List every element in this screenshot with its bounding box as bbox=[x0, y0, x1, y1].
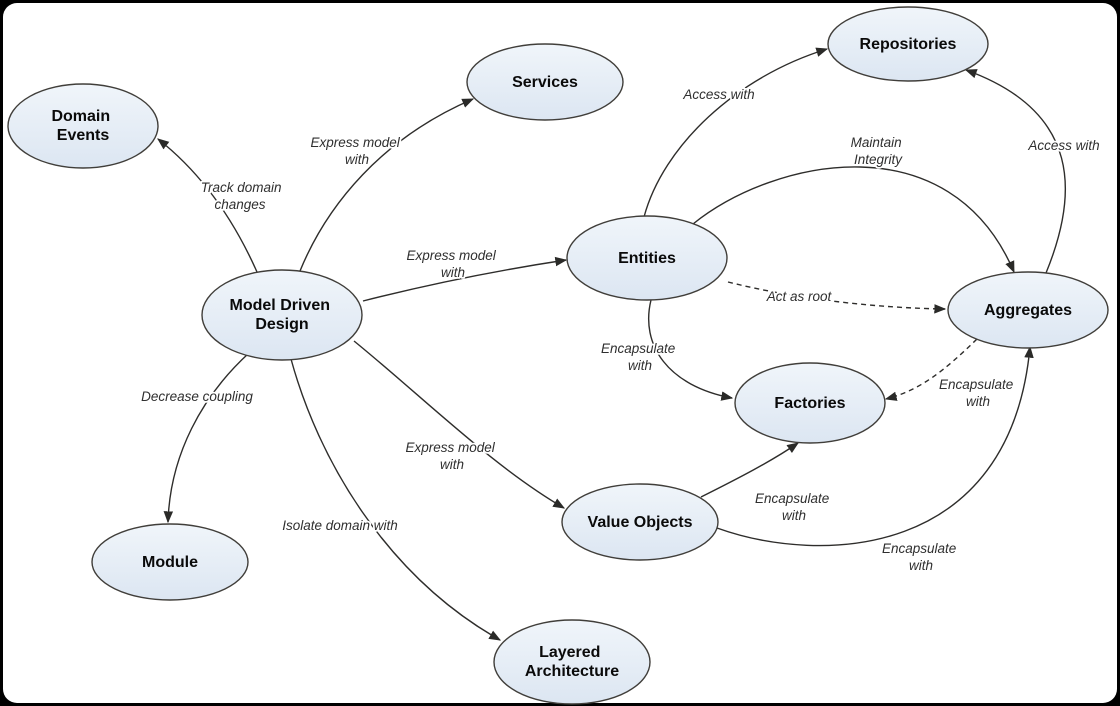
edge-decrease-coupling: Decrease coupling bbox=[139, 352, 255, 524]
edge-label-encapsulate-entities-factories: Encapsulate with bbox=[601, 341, 679, 373]
node-value-objects: Value Objects bbox=[561, 483, 719, 561]
edge-line-isolate-domain-with bbox=[290, 358, 502, 641]
edge-line-access-with-entities bbox=[643, 47, 829, 218]
nodes-layer: Domain Events Services Repositories Mode… bbox=[7, 6, 1109, 705]
edge-access-with-aggregates: Access with bbox=[964, 69, 1101, 274]
edge-line-decrease-coupling bbox=[163, 352, 250, 524]
node-ellipse-aggregates bbox=[947, 271, 1109, 349]
edge-line-express-model-with-services bbox=[299, 98, 475, 272]
edge-line-maintain-integrity bbox=[692, 166, 1015, 274]
node-ellipse-factories bbox=[734, 362, 886, 444]
node-label-layered-architecture: Layered Architecture bbox=[525, 644, 619, 680]
node-factories: Factories bbox=[734, 362, 886, 444]
node-ellipse-model-driven-design bbox=[201, 269, 363, 361]
edge-label-express-model-with-value-objects: Express model with bbox=[405, 440, 498, 472]
node-ellipse-layered-architecture bbox=[493, 619, 651, 705]
edge-line-act-as-root bbox=[727, 281, 947, 314]
edge-label-encapsulate-value-objects-factories: Encapsulate with bbox=[755, 491, 833, 523]
edge-line-encapsulate-aggregates-factories bbox=[884, 338, 978, 401]
edge-label-act-as-root: Act as root bbox=[766, 289, 833, 304]
edge-access-with-entities: Access with bbox=[643, 47, 829, 218]
node-layered-architecture: Layered Architecture bbox=[493, 619, 651, 705]
edge-encapsulate-value-objects-factories: Encapsulate with bbox=[700, 442, 833, 525]
edge-label-access-with-aggregates: Access with bbox=[1027, 138, 1099, 153]
edge-label-express-model-with-services: Express model with bbox=[310, 135, 403, 167]
node-model-driven-design: Model Driven Design bbox=[201, 269, 363, 361]
edge-express-model-with-entities: Express model with bbox=[362, 246, 568, 302]
node-label-entities: Entities bbox=[618, 250, 676, 267]
node-services: Services bbox=[466, 43, 624, 121]
node-label-aggregates: Aggregates bbox=[984, 302, 1072, 319]
edge-express-model-with-services: Express model with bbox=[299, 98, 475, 272]
node-label-value-objects: Value Objects bbox=[588, 514, 693, 531]
edges-layer: Track domain changes Express model with … bbox=[139, 47, 1101, 641]
edge-act-as-root: Act as root bbox=[727, 281, 947, 314]
node-ellipse-module bbox=[91, 523, 249, 601]
edge-label-isolate-domain-with: Isolate domain with bbox=[282, 518, 398, 533]
node-repositories: Repositories bbox=[827, 6, 989, 82]
edge-isolate-domain-with: Isolate domain with bbox=[280, 358, 502, 641]
node-ellipse-repositories bbox=[827, 6, 989, 82]
node-label-repositories: Repositories bbox=[860, 36, 957, 53]
edge-track-domain-changes: Track domain changes bbox=[157, 138, 286, 273]
edge-label-track-domain-changes: Track domain changes bbox=[201, 180, 286, 212]
node-label-module: Module bbox=[142, 554, 198, 571]
edge-label-access-with-entities: Access with bbox=[682, 87, 754, 102]
edge-label-encapsulate-aggregates-factories: Encapsulate with bbox=[939, 377, 1017, 409]
edge-line-encapsulate-entities-factories bbox=[647, 299, 734, 401]
edge-line-access-with-aggregates bbox=[964, 69, 1066, 274]
edge-encapsulate-value-objects-aggregates: Encapsulate with bbox=[716, 345, 1034, 575]
edge-line-express-model-with-entities bbox=[362, 256, 568, 302]
edge-encapsulate-entities-factories: Encapsulate with bbox=[599, 299, 734, 401]
node-domain-events: Domain Events bbox=[7, 83, 159, 169]
edge-label-maintain-integrity: Maintain Integrity bbox=[851, 135, 906, 167]
edge-encapsulate-aggregates-factories: Encapsulate with bbox=[884, 338, 1017, 411]
node-entities: Entities bbox=[566, 215, 728, 301]
edge-express-model-with-value-objects: Express model with bbox=[353, 340, 566, 509]
edge-maintain-integrity: Maintain Integrity bbox=[692, 133, 1015, 274]
node-ellipse-domain-events bbox=[7, 83, 159, 169]
node-ellipse-services bbox=[466, 43, 624, 121]
node-aggregates: Aggregates bbox=[947, 271, 1109, 349]
edge-line-track-domain-changes bbox=[157, 138, 258, 273]
edge-line-encapsulate-value-objects-aggregates bbox=[716, 345, 1034, 547]
node-label-domain-events: Domain Events bbox=[51, 108, 114, 144]
node-module: Module bbox=[91, 523, 249, 601]
node-label-services: Services bbox=[512, 74, 578, 91]
edge-line-encapsulate-value-objects-factories bbox=[700, 442, 799, 498]
node-label-factories: Factories bbox=[774, 395, 845, 412]
edge-label-express-model-with-entities: Express model with bbox=[406, 248, 499, 280]
edge-label-encapsulate-value-objects-aggregates: Encapsulate with bbox=[882, 541, 960, 573]
edge-line-express-model-with-value-objects bbox=[353, 340, 566, 509]
node-ellipse-entities bbox=[566, 215, 728, 301]
node-ellipse-value-objects bbox=[561, 483, 719, 561]
edge-label-decrease-coupling: Decrease coupling bbox=[141, 389, 253, 404]
canvas-background bbox=[3, 3, 1117, 703]
node-label-model-driven-design: Model Driven Design bbox=[230, 297, 335, 333]
